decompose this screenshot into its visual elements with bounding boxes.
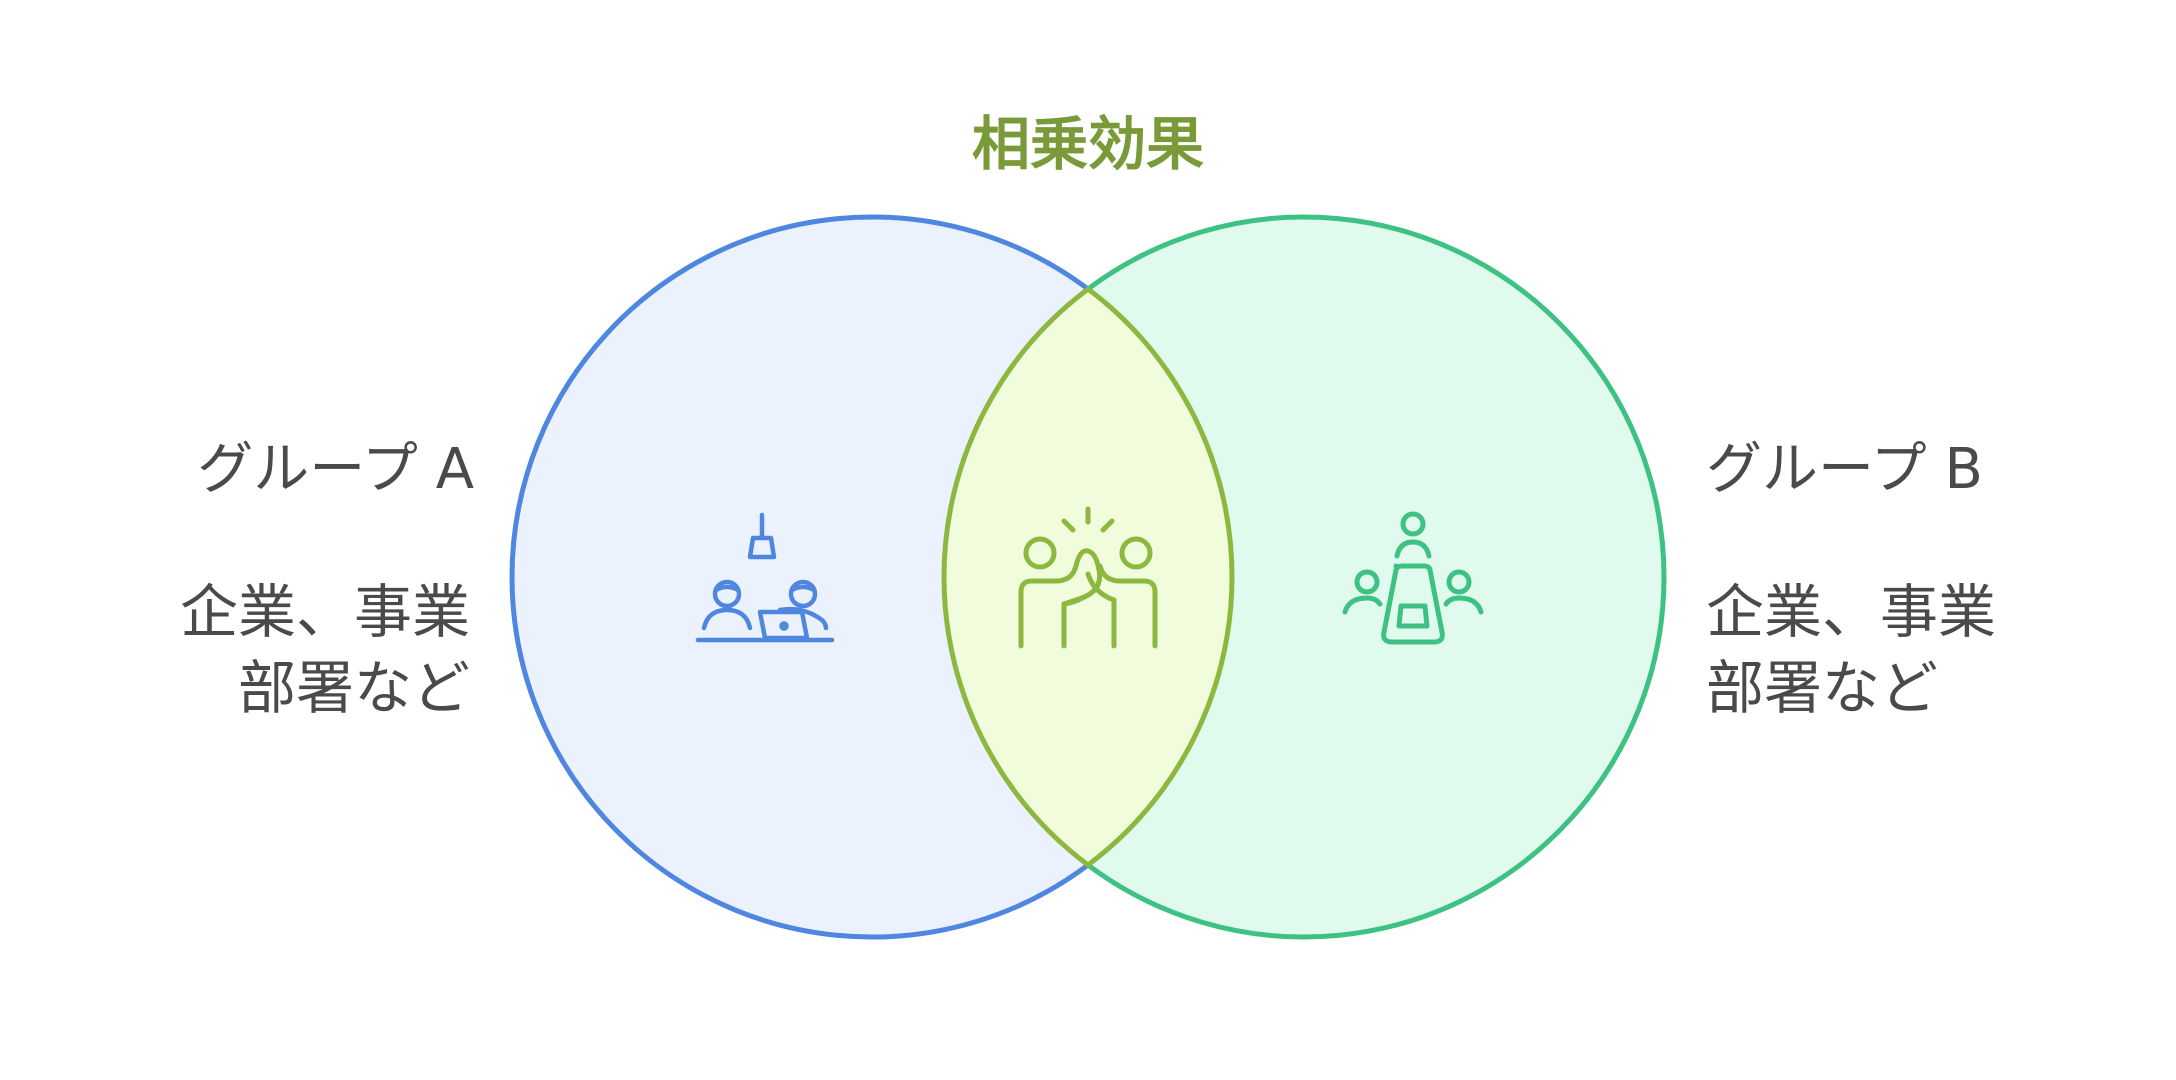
group-b-desc-line2: 部署など (1706, 654, 1938, 722)
overlap-outline (941, 285, 1235, 869)
group-b-name: グループ B (1706, 437, 1983, 502)
group-a-circle-outline (509, 214, 1090, 940)
meeting-table-icon (1342, 511, 1484, 645)
group-b-circle-outline (1086, 214, 1667, 940)
team-at-desk-icon (695, 512, 835, 643)
group-a-name: グループ A (197, 437, 474, 502)
overlap-fill (944, 217, 1232, 937)
diagram-title: 相乗効果 (972, 110, 1204, 178)
group-b-desc-line1: 企業、事業 (1706, 578, 1996, 646)
high-five-icon (1018, 506, 1158, 649)
group-a-desc-line2: 部署など (238, 654, 470, 722)
group-a-desc-line1: 企業、事業 (180, 578, 470, 646)
